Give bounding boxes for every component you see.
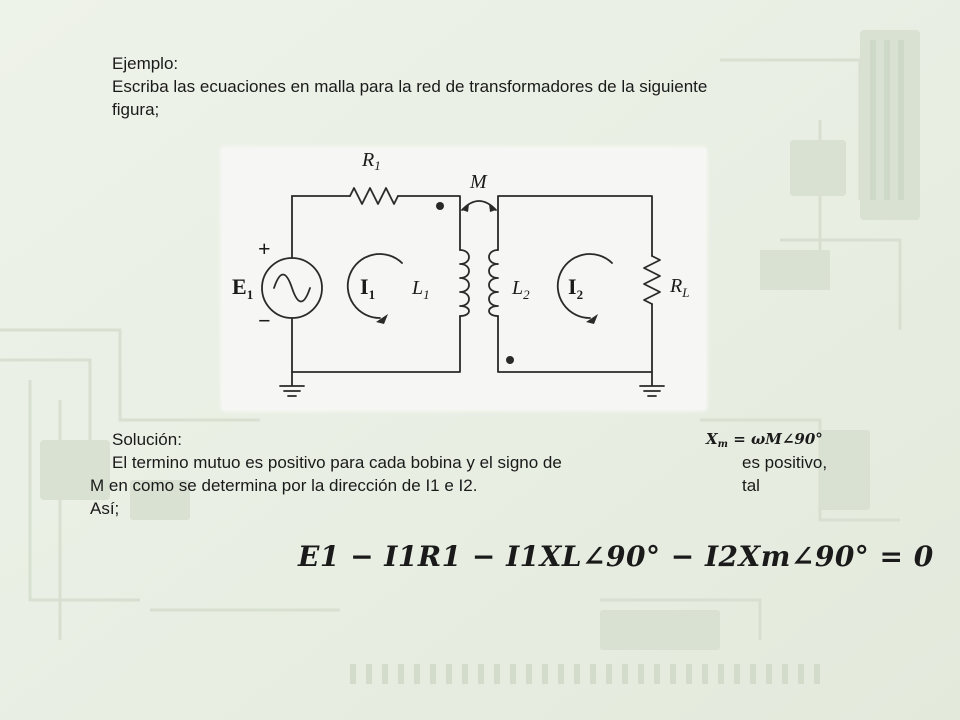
wire-left-top-2 xyxy=(397,195,461,251)
l2-label: L2 xyxy=(511,277,530,302)
xm-formula: Xm = ωM∠90° xyxy=(706,430,823,450)
mesh-equation: E1 − I1R1 − I1XL∠90° − I2Xm∠90° = 0 xyxy=(298,540,934,573)
solution-side-line2: tal xyxy=(742,476,760,495)
l1-label: L1 xyxy=(411,277,430,302)
r1-resistor xyxy=(349,187,399,205)
i1-arrowhead xyxy=(376,314,388,324)
m-label: M xyxy=(469,171,488,193)
solution-heading: Solución: xyxy=(112,430,182,449)
source-sine xyxy=(273,273,311,303)
dot-l2 xyxy=(506,356,514,364)
mutual-arc xyxy=(461,200,497,211)
solution-side-line1: es positivo, xyxy=(742,453,828,472)
l1-coil xyxy=(459,249,470,317)
ground-left xyxy=(279,371,305,397)
rl-label: RL xyxy=(669,275,689,300)
mutual-arrowhead-left xyxy=(462,204,469,212)
problem-statement-line1: Escriba las ecuaciones en malla para la … xyxy=(112,77,708,96)
i1-label: I1 xyxy=(360,274,375,302)
rl-resistor xyxy=(643,255,661,305)
i2-label: I2 xyxy=(568,274,583,302)
wire-right-side xyxy=(497,303,653,373)
example-heading: Ejemplo: xyxy=(112,54,179,73)
mutual-arrowhead-right xyxy=(489,204,496,212)
problem-statement-line2: figura; xyxy=(112,100,160,119)
plus-sign: + xyxy=(258,236,271,261)
i2-arrowhead xyxy=(586,314,598,324)
minus-sign: − xyxy=(258,308,271,333)
dot-l1 xyxy=(436,202,444,210)
l2-coil xyxy=(488,249,499,317)
solution-line2: M en como se determina por la dirección … xyxy=(90,476,478,495)
wire-left-bottom xyxy=(291,315,461,373)
source-label: E1 xyxy=(232,274,253,302)
r1-label: R1 xyxy=(361,149,381,173)
wire-right-top xyxy=(497,195,653,257)
solution-line1: El termino mutuo es positivo para cada b… xyxy=(112,453,562,472)
solution-line3: Así; xyxy=(90,499,120,518)
transformer-circuit-diagram: R1 M + − E1 I1 L1 L2 I2 RL xyxy=(222,148,706,410)
circuit-svg: R1 M + − E1 I1 L1 L2 I2 RL xyxy=(232,149,689,397)
i2-arrow xyxy=(556,253,613,319)
i1-arrow xyxy=(346,253,403,319)
ground-right xyxy=(639,371,665,397)
voltage-source-circle xyxy=(261,257,323,319)
